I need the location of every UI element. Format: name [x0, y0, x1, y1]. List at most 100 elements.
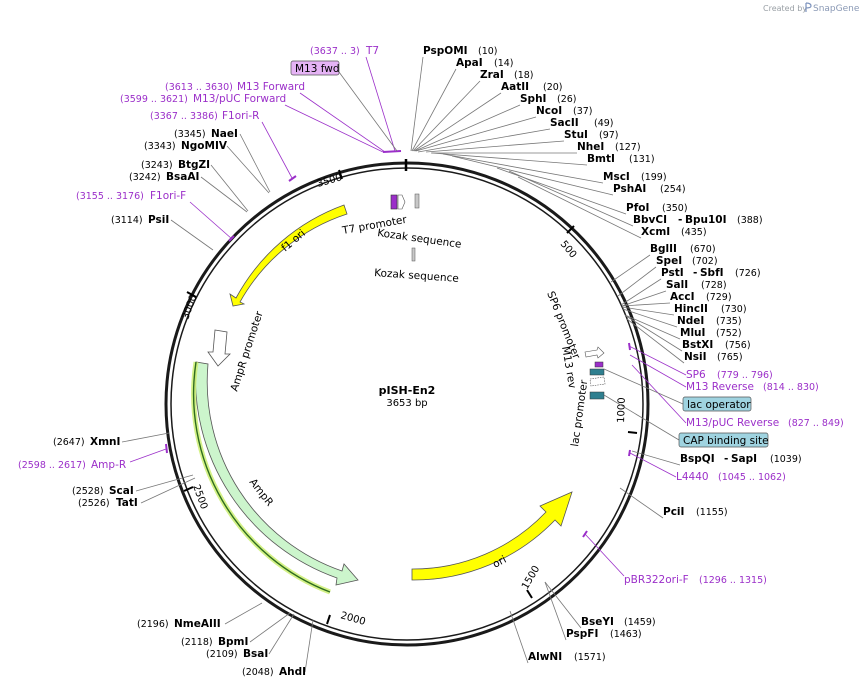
site-name: NsiI: [684, 351, 707, 363]
primer-connector: [261, 121, 293, 179]
site-connector: [226, 145, 270, 194]
primer-name: T7: [365, 45, 379, 57]
site-pspomi[interactable]: PspOMI(10): [423, 45, 498, 57]
site-msci[interactable]: MscI(199): [603, 171, 667, 183]
site-name: BtgZI: [178, 159, 210, 171]
primer-connector: [299, 92, 386, 153]
site-bspqi[interactable]: BspQI-SapI(1039): [680, 453, 802, 465]
site-name: NaeI: [211, 128, 238, 140]
site-hincii[interactable]: HincII(730): [674, 303, 747, 315]
feature-ampr-promoter[interactable]: [207, 329, 231, 367]
site-connector: [620, 278, 662, 306]
primer-position: (3367 .. 3386): [150, 111, 218, 122]
site-position: (3242): [129, 172, 161, 183]
site-acci[interactable]: AccI(729): [670, 291, 732, 303]
site-name: XcmI: [641, 226, 670, 238]
site-bglii[interactable]: BglII(670): [650, 243, 716, 255]
site-name: MscI: [603, 171, 630, 183]
site-name: NheI: [577, 141, 604, 153]
site-pspfi[interactable]: PspFI(1463): [566, 628, 642, 640]
site-connector: [135, 474, 194, 492]
site-scai[interactable]: (2528)ScaI: [72, 485, 134, 497]
site-sphi[interactable]: SphI(26): [520, 93, 577, 105]
site-spei[interactable]: SpeI(702): [656, 255, 718, 267]
site-connector: [413, 92, 502, 152]
primer-l4440[interactable]: L4440(1045 .. 1062): [676, 471, 786, 483]
feature-cap-marker[interactable]: [589, 391, 605, 400]
tick-label: 2000: [339, 610, 366, 628]
site-bsai[interactable]: (2109)BsaI: [206, 648, 268, 660]
site-name: XmnI: [90, 436, 120, 448]
site-connector: [451, 155, 614, 196]
primer-pbr322ori-f[interactable]: pBR322ori-F(1296 .. 1315): [624, 574, 767, 586]
primer-position: (779 .. 796): [717, 370, 773, 381]
feature-m13-rev-marker[interactable]: [589, 368, 605, 376]
feature-f1-ori[interactable]: [229, 204, 348, 307]
site-pcii[interactable]: PciI (1155): [663, 506, 728, 518]
site-pshai[interactable]: PshAI(254): [613, 183, 686, 195]
site-psii[interactable]: (3114)PsiI: [111, 214, 169, 226]
box-m13-fwd[interactable]: M13 fwd: [290, 60, 340, 76]
site-connector: [121, 432, 170, 443]
site-apai[interactable]: ApaI(14): [456, 57, 514, 69]
site-stui[interactable]: StuI(97): [564, 129, 619, 141]
site-position: (1155): [696, 507, 728, 518]
primer-sp6[interactable]: SP6(779 .. 796): [686, 369, 773, 381]
feature-ori[interactable]: [411, 491, 573, 581]
site-nmeaiii[interactable]: (2196)NmeAIII: [137, 618, 221, 630]
site-nsii[interactable]: NsiI(765): [684, 351, 743, 363]
plasmid-name: pISH-En2: [379, 384, 436, 397]
site-bmti[interactable]: BmtI(131): [587, 153, 655, 165]
box-lac-operator[interactable]: lac operator: [682, 396, 752, 412]
site-position: (14): [494, 58, 514, 69]
primer-t7[interactable]: (3637 .. 3)T7: [310, 45, 379, 57]
site-name: AccI: [670, 291, 694, 303]
site-alwni[interactable]: AlwNI(1571): [528, 651, 606, 663]
site-tati[interactable]: (2526)TatI: [78, 497, 138, 509]
primer-f1ori-f[interactable]: (3155 .. 3176)F1ori-F: [76, 190, 186, 202]
site-sacii[interactable]: SacII(49): [550, 117, 614, 129]
site-pfoi[interactable]: PfoI(350): [626, 202, 688, 214]
site-aatii[interactable]: AatII(20): [501, 81, 563, 93]
feature-kozak-marker-2[interactable]: [411, 247, 416, 262]
primer-connector: [284, 104, 384, 153]
site-naei[interactable]: (3345)NaeI: [174, 128, 238, 140]
site-sali[interactable]: SalI(728): [666, 279, 727, 291]
box-cap-site-label: CAP binding site: [683, 435, 769, 447]
site-bbvci[interactable]: BbvCI-Bpu10I(388): [633, 214, 763, 226]
site-name: PstI: [661, 267, 684, 279]
site-bsaai[interactable]: (3242)BsaAI: [129, 171, 199, 183]
site-nhei[interactable]: NheI(127): [577, 141, 641, 153]
feature-t7-promoter-marker[interactable]: [390, 194, 406, 210]
primer-f1ori-r[interactable]: (3367 .. 3386)F1ori-R: [150, 110, 259, 122]
site-bstxi[interactable]: BstXI(756): [682, 339, 751, 351]
tick-label: 1000: [616, 397, 628, 423]
primer-m13-puc-reverse[interactable]: M13/pUC Reverse(827 .. 849): [686, 417, 844, 429]
primer-m13-reverse[interactable]: M13 Reverse(814 .. 830): [686, 381, 819, 393]
site-mlui[interactable]: MluI(752): [680, 327, 742, 339]
primer-m13-puc-forward[interactable]: (3599 .. 3621)M13/pUC Forward: [120, 93, 286, 105]
site-ncoi[interactable]: NcoI(37): [536, 105, 593, 117]
feature-ampr[interactable]: [195, 361, 359, 586]
primer-m13-forward[interactable]: (3613 .. 3630)M13 Forward: [165, 81, 305, 93]
site-bpmi[interactable]: (2118)BpmI: [181, 636, 248, 648]
site-ahdi[interactable]: (2048)AhdI: [242, 666, 306, 678]
site-ngomiv[interactable]: (3343)NgoMIV: [144, 140, 228, 152]
site-bseyi[interactable]: BseYI(1459): [581, 616, 656, 628]
feature-lac-promoter-marker[interactable]: [589, 376, 606, 387]
box-cap-site[interactable]: CAP binding site: [678, 432, 769, 448]
snapgene-brand: SnapGene: [813, 4, 860, 14]
feature-sp6-primer-marker[interactable]: [594, 361, 604, 368]
site-zrai[interactable]: ZraI(18): [480, 69, 534, 81]
feature-kozak-marker-1[interactable]: [414, 193, 420, 209]
site-xmni[interactable]: (2647)XmnI: [53, 436, 120, 448]
site-ndei[interactable]: NdeI(735): [677, 315, 742, 327]
site-xcmi[interactable]: XcmI(435): [641, 226, 707, 238]
feature-sp6-promoter-marker[interactable]: [584, 346, 605, 359]
primer-amp-r[interactable]: (2598 .. 2617)Amp-R: [18, 459, 126, 471]
site-position: (388): [737, 215, 763, 226]
site-name: SacII: [550, 117, 579, 129]
site-psti[interactable]: PstI-SbfI(726): [661, 267, 761, 279]
site-name: PciI: [663, 506, 684, 518]
site-btgzi[interactable]: (3243)BtgZI: [141, 159, 210, 171]
